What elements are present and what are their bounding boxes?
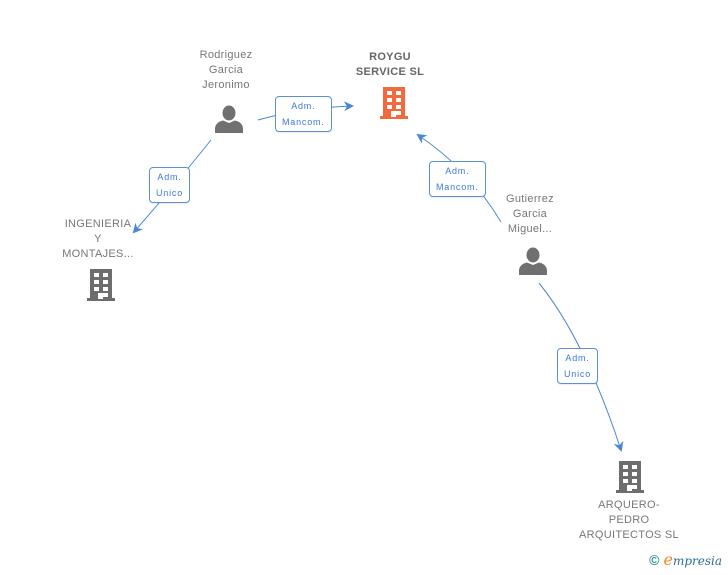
brand-logo: © empresia [649,550,722,569]
edge-label-line: Mancom. [282,117,325,127]
person-icon[interactable] [518,246,548,276]
label-line: ARQUERO- [598,499,660,511]
edge-label-line: Adm. [565,353,590,363]
edge-label-line: Mancom. [436,182,479,192]
brand-initial: e [663,550,673,569]
label-line: Rodriguez [199,49,253,61]
node-label-arquero[interactable]: ARQUERO- PEDRO ARQUITECTOS SL [572,498,686,543]
building-icon[interactable] [614,460,646,494]
edge-label-gutierrez-arquero[interactable]: Adm. Unico [557,348,599,384]
node-label-main[interactable]: ROYGU SERVICE SL [340,50,440,80]
node-label-gutierrez[interactable]: Gutierrez Garcia Miguel... [480,192,580,237]
label-line: INGENIERIA [64,218,132,230]
brand-rest: mpresia [672,554,722,568]
label-line: SERVICE SL [355,66,425,78]
copyright-icon: © [649,551,660,568]
label-line: Garcia [512,208,548,220]
edge-label-gutierrez-main[interactable]: Adm. Mancom. [429,161,486,197]
label-line: Jeronimo [202,79,250,91]
label-line: PEDRO [608,514,650,526]
brand-name: empresia [663,550,722,569]
edge-label-rodriguez-ingenieria[interactable]: Adm. Unico [149,167,191,203]
building-icon[interactable] [378,86,410,120]
person-icon[interactable] [214,104,244,134]
label-line: Miguel... [507,223,553,235]
label-line: Garcia [208,64,244,76]
edge-label-line: Unico [564,369,592,379]
label-line: MONTAJES... [62,248,134,260]
label-line: ROYGU [369,51,411,63]
node-label-rodriguez[interactable]: Rodriguez Garcia Jeronimo [176,48,276,93]
label-line: ARQUITECTOS SL [579,529,679,541]
edge-label-rodriguez-main[interactable]: Adm. Mancom. [275,96,332,132]
edge-label-line: Adm. [291,101,316,111]
label-line: Y [94,233,102,245]
edge-label-line: Adm. [445,166,470,176]
edge-label-line: Adm. [157,172,182,182]
node-label-ingenieria[interactable]: INGENIERIA Y MONTAJES... [48,217,148,262]
label-line: Gutierrez [506,193,554,205]
building-icon[interactable] [85,268,117,302]
edge-label-line: Unico [156,188,184,198]
